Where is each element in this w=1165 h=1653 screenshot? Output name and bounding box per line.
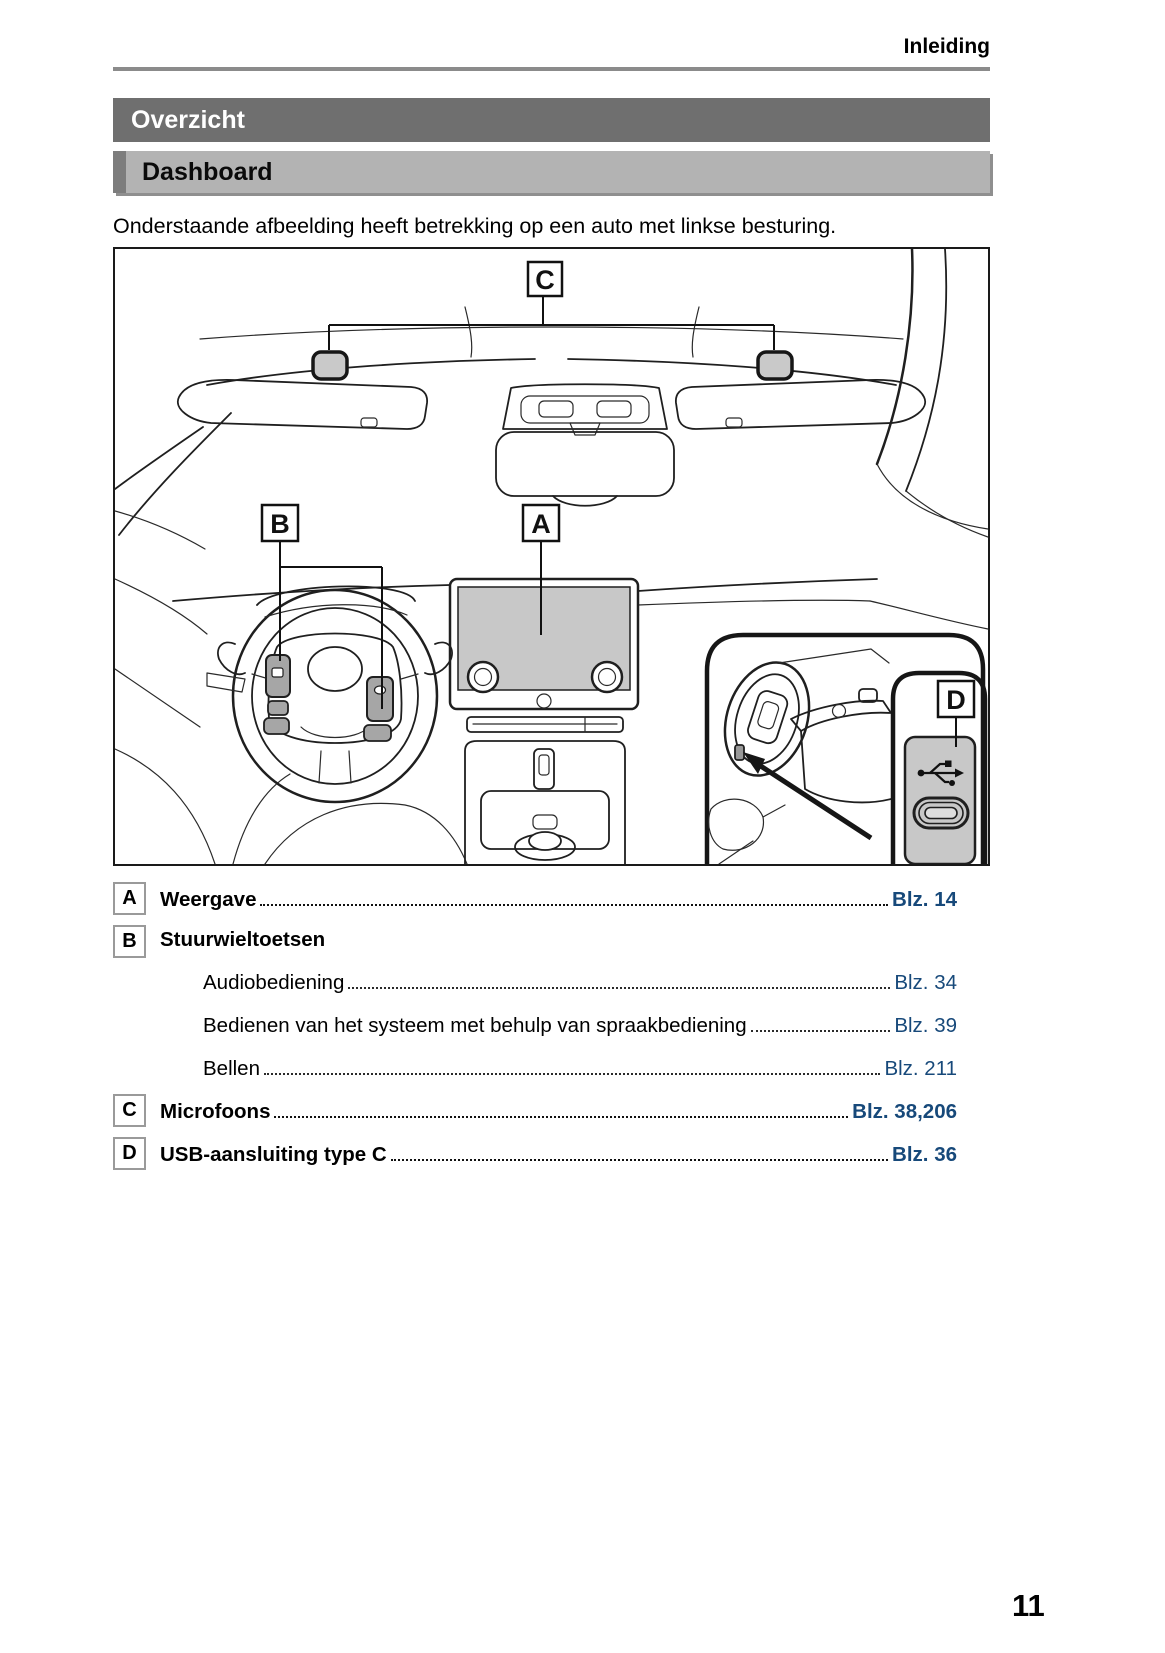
section-bar-dashboard-label: Dashboard: [142, 158, 273, 186]
index-label: Microfoons: [160, 1100, 271, 1123]
dot-leader: [348, 965, 891, 989]
figure-label-a: A: [531, 509, 551, 539]
index-label: USB-aansluiting type C: [160, 1143, 387, 1166]
dot-leader: [390, 1137, 889, 1161]
steering-wheel-buttons-right: [363, 676, 394, 742]
page-reference-link[interactable]: Blz. 38,206: [852, 1100, 957, 1123]
section-bar-overzicht-label: Overzicht: [131, 106, 245, 134]
inset-side-view: [708, 648, 892, 864]
page-reference-link[interactable]: Blz. 211: [884, 1057, 957, 1080]
index-row-d: D USB-aansluiting type C Blz. 36: [113, 1137, 957, 1170]
index-badge-c: C: [113, 1094, 146, 1127]
microphone-right: [756, 350, 794, 381]
index-sublabel: Bedienen van het systeem met behulp van …: [203, 1014, 747, 1037]
section-bar-overzicht: Overzicht: [113, 98, 990, 142]
index-subrow: Bellen Blz. 211: [203, 1051, 957, 1084]
dashboard-illustration: C: [113, 247, 990, 866]
touchscreen-display: [448, 577, 640, 711]
page-reference-link[interactable]: Blz. 14: [892, 888, 957, 911]
dot-leader: [274, 1094, 849, 1118]
page-reference-link[interactable]: Blz. 39: [894, 1014, 957, 1037]
index-row-a: A Weergave Blz. 14: [113, 882, 957, 915]
figure-label-a-box: [521, 503, 561, 543]
microphone-left: [311, 350, 349, 381]
figure-label-c: C: [535, 265, 555, 295]
index-badge-a: A: [113, 882, 146, 915]
figure-label-b-box: [260, 503, 300, 543]
dot-leader: [260, 882, 889, 906]
index-row-c: C Microfoons Blz. 38,206: [113, 1094, 957, 1127]
pointer-arrow: [754, 760, 873, 841]
index-badge-d: D: [113, 1137, 146, 1170]
usb-c-port: [912, 796, 970, 830]
figure-label-b: B: [270, 509, 290, 539]
section-bar-dashboard: Dashboard: [113, 151, 990, 193]
figure-label-c-box: [526, 260, 564, 298]
steering-wheel-buttons-left: [263, 654, 291, 735]
index-label: Weergave: [160, 888, 257, 911]
header-rule: [113, 67, 990, 71]
page-reference-link[interactable]: Blz. 34: [894, 971, 957, 994]
intro-paragraph: Onderstaande afbeelding heeft betrekking…: [113, 214, 837, 238]
dot-leader: [750, 1008, 891, 1032]
page-reference-link[interactable]: Blz. 36: [892, 1143, 957, 1166]
chapter-header: Inleiding: [903, 35, 990, 58]
dashboard-line-art: C: [115, 249, 988, 864]
usb-icon: [917, 760, 964, 786]
index-label: Stuurwieltoetsen: [160, 928, 326, 951]
index-sublabel: Bellen: [203, 1057, 260, 1080]
index-badge-b: B: [113, 925, 146, 958]
page-number: 11: [1012, 1588, 1045, 1623]
index-sublabel: Audiobediening: [203, 971, 345, 994]
figure-label-d: D: [946, 685, 966, 715]
page-content: Inleiding Overzicht Dashboard Onderstaan…: [113, 0, 990, 1170]
usb-panel: [903, 735, 977, 864]
figure-label-d-box: [936, 679, 976, 719]
index-subrow: Audiobediening Blz. 34: [203, 965, 957, 998]
index-subrow: Bedienen van het systeem met behulp van …: [203, 1008, 957, 1041]
dashboard-bar-accent: [113, 151, 126, 193]
dot-leader: [264, 1051, 881, 1075]
usb-port-location: [734, 744, 745, 761]
